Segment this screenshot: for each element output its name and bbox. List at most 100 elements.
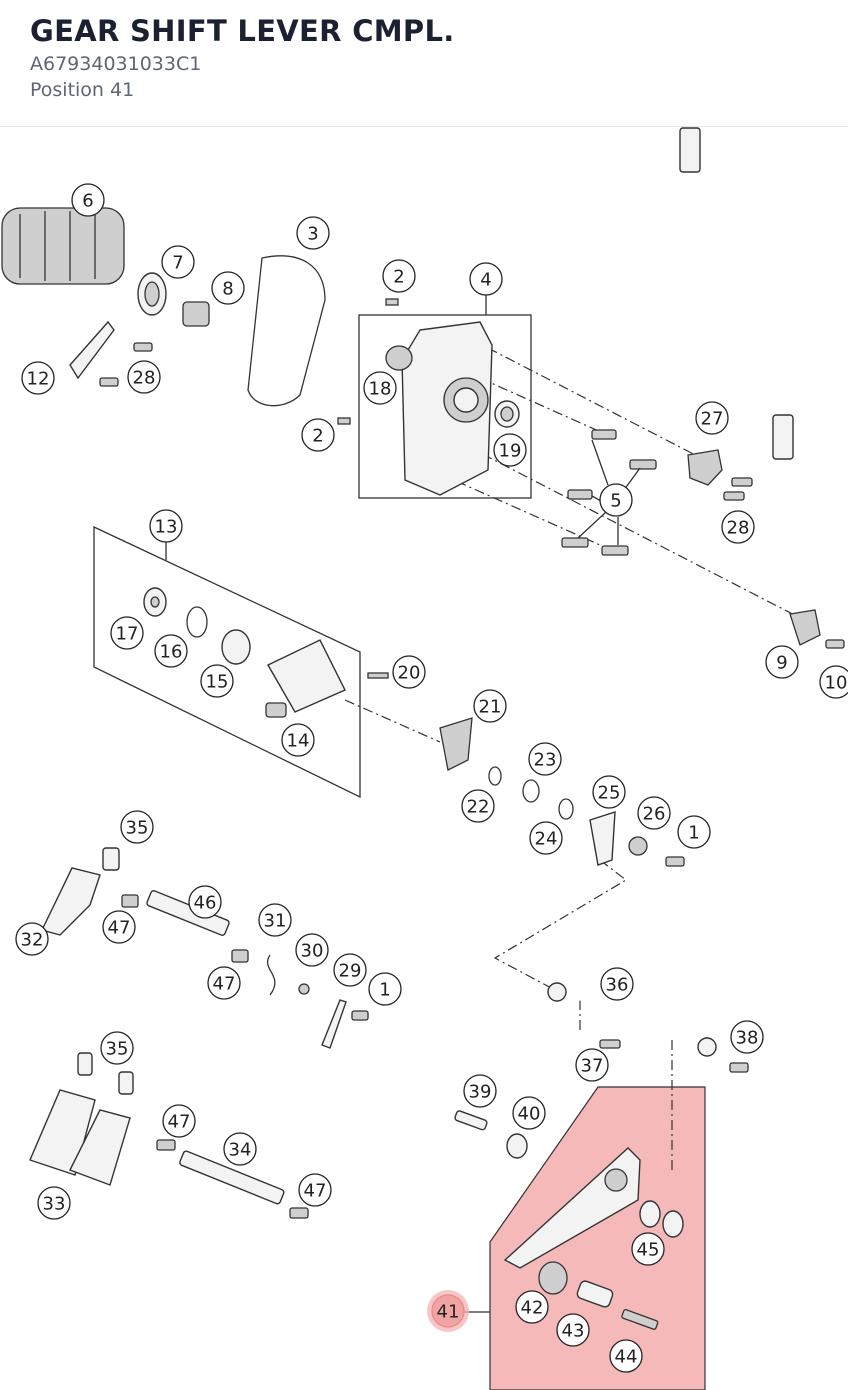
callout-16[interactable]: 16	[154, 634, 188, 668]
callout-43[interactable]: 43	[556, 1313, 590, 1347]
spring	[538, 1261, 568, 1295]
callout-35[interactable]: 35	[100, 1031, 134, 1065]
highlight-region	[489, 1086, 706, 1390]
lever	[69, 320, 115, 380]
callout-text: 31	[264, 911, 287, 932]
wiring-harness	[658, 127, 848, 616]
callout-6[interactable]: 6	[71, 183, 105, 217]
connector-icon	[679, 127, 701, 173]
shift-shaft	[267, 639, 346, 713]
callout-12[interactable]: 12	[21, 361, 55, 395]
callout-22[interactable]: 22	[461, 789, 495, 823]
callout-text: 29	[339, 961, 362, 982]
callout-44[interactable]: 44	[609, 1339, 643, 1373]
callout-text: 37	[581, 1056, 604, 1077]
callout-28[interactable]: 28	[721, 510, 755, 544]
callout-31[interactable]: 31	[258, 903, 292, 937]
callout-19[interactable]: 19	[493, 433, 527, 467]
callout-text: 5	[610, 491, 621, 512]
callout-38[interactable]: 38	[730, 1020, 764, 1054]
callout-45[interactable]: 45	[631, 1232, 665, 1266]
callout-25[interactable]: 25	[592, 775, 626, 809]
callout-47[interactable]: 47	[298, 1173, 332, 1207]
callout-4[interactable]: 4	[469, 262, 503, 296]
callout-text: 14	[287, 731, 310, 752]
callout-13[interactable]: 13	[149, 509, 183, 543]
callout-text: 43	[562, 1321, 585, 1342]
link-arm	[589, 811, 616, 866]
callout-32[interactable]: 32	[15, 922, 49, 956]
callout-23[interactable]: 23	[528, 742, 562, 776]
callout-21[interactable]: 21	[473, 689, 507, 723]
callout-text: 30	[301, 941, 324, 962]
callout-text: 32	[21, 930, 44, 951]
gear-sensor	[789, 609, 821, 646]
callout-text: 46	[194, 893, 217, 914]
callout-18[interactable]: 18	[363, 371, 397, 405]
callout-text: 22	[467, 797, 490, 818]
callout-9[interactable]: 9	[765, 645, 799, 679]
callout-35[interactable]: 35	[120, 810, 154, 844]
callout-text: 17	[116, 624, 139, 645]
callout-26[interactable]: 26	[637, 796, 671, 830]
callout-text: 2	[312, 426, 323, 447]
callout-8[interactable]: 8	[211, 271, 245, 305]
callout-text: 42	[521, 1298, 544, 1319]
callout-text: 34	[229, 1140, 252, 1161]
sensor-part	[182, 301, 210, 327]
shift-lever-part	[439, 717, 473, 771]
housing-group-frame	[358, 314, 532, 499]
callout-text: 19	[499, 441, 522, 462]
callout-27[interactable]: 27	[695, 401, 729, 435]
callout-30[interactable]: 30	[295, 933, 329, 967]
callout-28[interactable]: 28	[127, 360, 161, 394]
callout-46[interactable]: 46	[188, 885, 222, 919]
callout-14[interactable]: 14	[281, 723, 315, 757]
callout-text: 6	[82, 191, 93, 212]
callout-17[interactable]: 17	[110, 616, 144, 650]
callout-labels: 1122345678910121314151617181920212223242…	[15, 183, 848, 1373]
callout-33[interactable]: 33	[37, 1186, 71, 1220]
spring	[265, 702, 287, 718]
callout-text: 28	[727, 518, 750, 539]
callout-20[interactable]: 20	[392, 655, 426, 689]
shift-fork	[41, 867, 101, 936]
parts-drawing	[1, 207, 845, 1330]
callout-47[interactable]: 47	[207, 966, 241, 1000]
callout-24[interactable]: 24	[529, 821, 563, 855]
callout-7[interactable]: 7	[161, 245, 195, 279]
callout-2[interactable]: 2	[382, 259, 416, 293]
callout-text: 33	[43, 1194, 66, 1215]
callout-text: 35	[126, 818, 149, 839]
callout-3[interactable]: 3	[296, 216, 330, 250]
callout-text: 10	[825, 673, 848, 694]
callout-text: 47	[213, 974, 236, 995]
callout-1[interactable]: 1	[677, 815, 711, 849]
callout-text: 12	[27, 369, 50, 390]
callout-15[interactable]: 15	[200, 664, 234, 698]
callout-text: 41	[437, 1302, 460, 1323]
callout-5[interactable]: 5	[599, 483, 633, 517]
callout-40[interactable]: 40	[512, 1096, 546, 1130]
callout-text: 36	[606, 975, 629, 996]
callout-text: 1	[688, 823, 699, 844]
callout-10[interactable]: 10	[819, 665, 848, 699]
callout-text: 47	[304, 1181, 327, 1202]
callout-36[interactable]: 36	[600, 967, 634, 1001]
callout-29[interactable]: 29	[333, 953, 367, 987]
callout-39[interactable]: 39	[463, 1074, 497, 1108]
callout-text: 7	[172, 253, 183, 274]
callout-41[interactable]: 41	[431, 1294, 465, 1328]
callout-text: 9	[776, 653, 787, 674]
callout-34[interactable]: 34	[223, 1132, 257, 1166]
callout-47[interactable]: 47	[162, 1104, 196, 1138]
shift-fork	[69, 1109, 131, 1186]
page-header: GEAR SHIFT LEVER CMPL. A67934031033C1 Po…	[0, 0, 848, 127]
guide-lines	[344, 347, 809, 1172]
callout-47[interactable]: 47	[102, 910, 136, 944]
callout-2[interactable]: 2	[301, 418, 335, 452]
fork-rail	[179, 1150, 285, 1205]
callout-42[interactable]: 42	[515, 1290, 549, 1324]
callout-1[interactable]: 1	[368, 972, 402, 1006]
callout-37[interactable]: 37	[575, 1048, 609, 1082]
